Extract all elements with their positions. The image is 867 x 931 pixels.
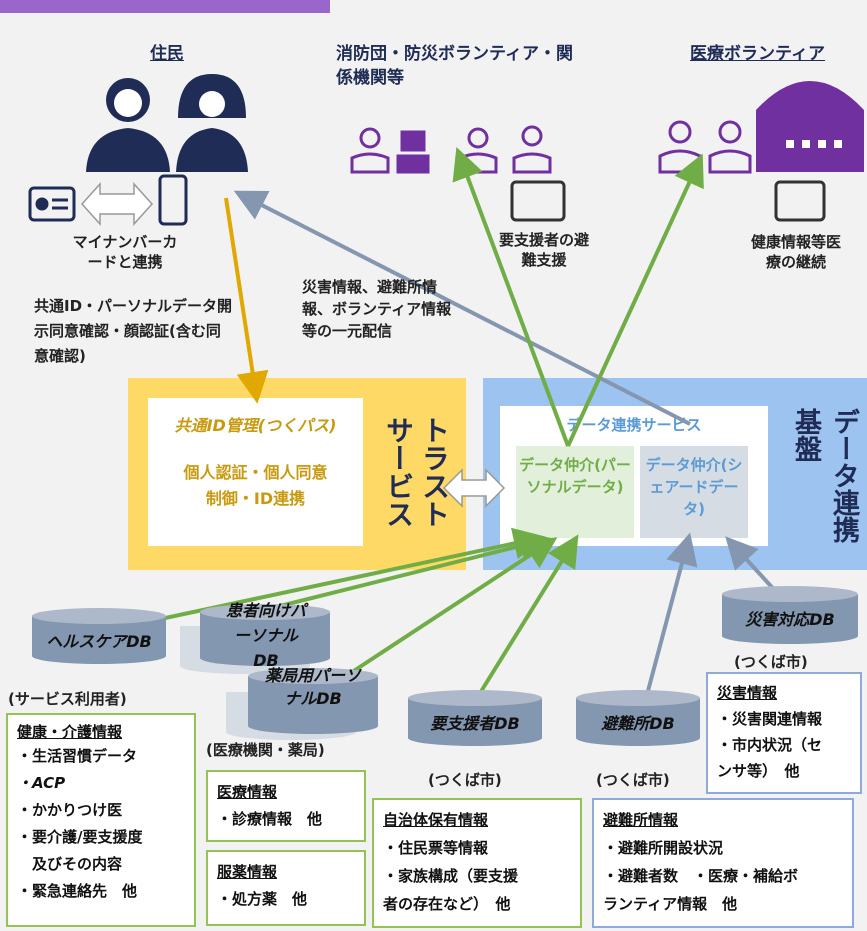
disaster-distribution-label: 災害情報、避難所情報、ボランティア情報等の一元配信 — [302, 278, 452, 340]
firefighter-icons — [350, 125, 552, 174]
arrow-healthcare-db — [99, 527, 546, 634]
shelter-info-title: 避難所情報 — [603, 811, 679, 829]
arrow-id-to-trust — [224, 197, 269, 404]
common-id-title: 共通ID管理(つくパス) — [174, 416, 337, 435]
shelter-info-box: 避難所情報 ・避難所開設状況 ・避難者数 ・医療・補給ボ ランティア情報 他 — [592, 798, 854, 928]
health-care-info-box: 健康・介護情報 ・生活習慣データ ・ACP ・かかりつけ医 ・要介護/要支援度 … — [6, 713, 196, 927]
disaster-info-box: 災害情報 ・災害関連情報 ・市内状況（セ ンサ等） 他 — [706, 672, 862, 794]
health-line: ・かかりつけ医 — [17, 801, 123, 819]
municipal-info-box: 自治体保有情報 ・住民票等情報 ・家族構成（要支援 者の存在など） 他 — [372, 798, 582, 928]
medical-pharmacy-owner: (医療機関・薬局) — [206, 741, 325, 759]
card-link-double-arrow — [80, 182, 154, 226]
municipal-line: ・家族構成（要支援 — [383, 867, 519, 885]
resident-smartphone-icon — [158, 174, 188, 226]
hospital-dome-icon — [756, 81, 864, 172]
support-db-label: 要支援者DB — [430, 714, 520, 733]
resident-male-icon — [86, 78, 170, 172]
tsukuba-owner-support: (つくば市) — [428, 771, 502, 789]
disaster-db-cylinder — [722, 586, 858, 644]
common-id-body: 個人認証・個人同意制御・ID連携 — [183, 463, 328, 508]
patient-db-label: 患者向けパーソナルDB — [225, 601, 306, 670]
health-line: ・ACP — [17, 774, 66, 792]
shelter-line: ・避難所開設状況 — [603, 839, 724, 857]
trust-platform-double-arrow — [442, 468, 506, 508]
arrow-pharmacy-db — [338, 537, 558, 682]
service-users-owner: (サービス利用者) — [8, 690, 127, 708]
mynumber-card-icon — [28, 186, 76, 222]
medical-line: ・診療情報 他 — [217, 810, 323, 828]
medication-line: ・処方薬 他 — [217, 890, 308, 908]
tsukuba-owner-disaster: (つくば市) — [734, 653, 808, 671]
resident-female-icon — [176, 74, 248, 172]
municipal-line: ・住民票等情報 — [383, 839, 489, 857]
arrow-to-medical — [566, 153, 704, 447]
support-db-cylinder — [408, 690, 542, 746]
medical-info-title: 医療情報 — [217, 783, 278, 801]
shelter-db-cylinder — [576, 690, 700, 746]
data-service-title: データ連携サービス — [566, 416, 702, 434]
health-info-title: 健康・介護情報 — [17, 723, 123, 741]
medical-continuity-caption: 健康情報等医療の継続 — [750, 233, 841, 271]
data-platform-label: データ連携基盤 — [790, 408, 859, 543]
firefighter-tablet-icon — [510, 180, 566, 222]
medical-tablet-icon — [774, 180, 826, 222]
health-line: ・要介護/要支援度 — [17, 828, 143, 846]
disaster-info-title: 災害情報 — [717, 684, 778, 702]
pharmacy-db-cylinder — [226, 668, 378, 740]
card-link-caption: マイナンバーカードと連携 — [72, 233, 178, 271]
healthcare-db-label: ヘルスケアDB — [46, 632, 152, 651]
broker-personal: データ仲介(パーソナルデータ) — [516, 446, 634, 538]
broker-shared: データ仲介(シェアードデータ) — [640, 446, 748, 538]
arrow-distribution-to-residents — [233, 190, 691, 426]
arrow-to-firefighters — [452, 147, 570, 447]
pharmacy-db-label: 薬局用パーソナルDB — [264, 666, 361, 708]
health-line: 及びその内容 — [17, 855, 123, 873]
arrow-shelter-db — [642, 532, 698, 707]
top-banner-strip — [0, 0, 330, 13]
arrow-patient-db — [255, 530, 552, 614]
trust-service-label: トラストサービス — [382, 416, 451, 528]
residents-title: 住民 — [150, 44, 184, 64]
medication-info-title: 服薬情報 — [217, 863, 278, 881]
shelter-line: ランティア情報 他 — [603, 895, 738, 913]
medication-info-box: 服薬情報 ・処方薬 他 — [206, 850, 366, 926]
disaster-line: ンサ等） 他 — [717, 762, 800, 780]
arrow-support-db — [470, 534, 579, 708]
disaster-line: ・災害関連情報 — [717, 710, 823, 728]
health-line: ・緊急連絡先 他 — [17, 882, 138, 900]
common-id-flow-label: 共通ID・パーソナルデータ開示同意確認・顔認証(含む同意確認) — [34, 297, 233, 365]
common-id-card — [148, 398, 363, 546]
municipal-info-title: 自治体保有情報 — [383, 811, 489, 829]
disaster-db-label: 災害対応DB — [745, 610, 835, 629]
shelter-db-label: 避難所DB — [601, 714, 675, 733]
health-line: ・生活習慣データ — [17, 747, 138, 765]
shelter-line: ・避難者数 ・医療・補給ボ — [603, 867, 799, 885]
patient-db-cylinder — [180, 604, 330, 674]
disaster-line: ・市内状況（セ — [717, 736, 823, 754]
medical-info-box: 医療情報 ・診療情報 他 — [206, 770, 366, 842]
municipal-line: 者の存在など） 他 — [383, 895, 511, 913]
medical-volunteer-icons — [658, 120, 752, 174]
tsukuba-owner-shelter: (つくば市) — [596, 771, 670, 789]
healthcare-db-cylinder — [32, 608, 166, 664]
medical-volunteers-title: 医療ボランティア — [690, 44, 825, 64]
firefighters-title: 消防団・防災ボランティア・関係機関等 — [336, 44, 573, 88]
support-evacuation-caption: 要支援者の避難支援 — [498, 231, 589, 269]
